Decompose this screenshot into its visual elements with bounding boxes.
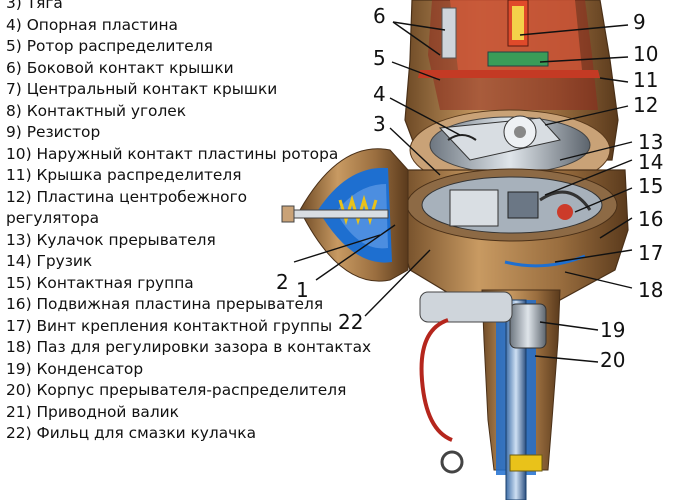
callout-2: 2	[276, 270, 289, 294]
callout-12: 12	[633, 93, 659, 117]
legend-item: 18) Паз для регулировки зазора в контакт…	[6, 338, 372, 356]
callout-13: 13	[638, 130, 664, 154]
distributor-shank	[419, 289, 561, 500]
callout-17: 17	[638, 241, 664, 265]
legend-item: 15) Контактная группа	[6, 273, 194, 292]
legend-item: 22) Фильц для смазки кулачка	[6, 424, 257, 442]
legend-item: 13) Кулачок прерывателя	[6, 230, 216, 249]
legend-item: 21) Приводной валик	[6, 402, 179, 421]
callout-15: 15	[638, 174, 664, 198]
callout-11: 11	[633, 68, 659, 92]
callout-10: 10	[633, 42, 659, 66]
callout-16: 16	[638, 207, 664, 231]
callout-14: 14	[638, 150, 664, 174]
legend-item: 4) Опорная пластина	[6, 15, 178, 34]
callout-3: 3	[373, 112, 386, 136]
vacuum-regulator	[281, 148, 409, 282]
legend-item: 9) Резистор	[6, 123, 101, 141]
legend-item: 20) Корпус прерывателя-распределителя	[6, 381, 347, 399]
callout-1: 1	[296, 278, 309, 302]
legend-item: 11) Крышка распределителя	[6, 166, 242, 184]
callout-22: 22	[338, 310, 364, 334]
legend-item: регулятора	[6, 209, 100, 227]
legend-item: 16) Подвижная пластина прерывателя	[6, 295, 324, 313]
parts-legend: 3) Тяга 4) Опорная пластина 5) Ротор рас…	[6, 0, 371, 445]
legend-item: 7) Центральный контакт крышки	[6, 80, 278, 98]
legend-item: 12) Пластина центробежного	[6, 187, 248, 206]
legend-item: 6) Боковой контакт крышки	[6, 58, 234, 77]
callout-9: 9	[633, 10, 646, 34]
callout-6: 6	[373, 4, 386, 28]
leader-lines	[293, 21, 633, 363]
legend-item: 17) Винт крепления контактной группы	[6, 316, 333, 335]
callout-4: 4	[373, 82, 386, 106]
callout-19: 19	[600, 318, 626, 342]
distributor-housing	[397, 168, 629, 301]
callout-5: 5	[373, 46, 386, 70]
legend-item: 5) Ротор распределителя	[6, 37, 213, 55]
legend-item: 8) Контактный уголек	[6, 101, 187, 120]
callout-18: 18	[638, 278, 664, 302]
legend-item: 10) Наружный контакт пластины ротора	[6, 144, 339, 163]
legend-item: 14) Грузик	[6, 252, 93, 270]
legend-item: 3) Тяга	[6, 0, 63, 12]
callout-20: 20	[600, 348, 626, 372]
legend-item: 19) Конденсатор	[6, 359, 144, 378]
